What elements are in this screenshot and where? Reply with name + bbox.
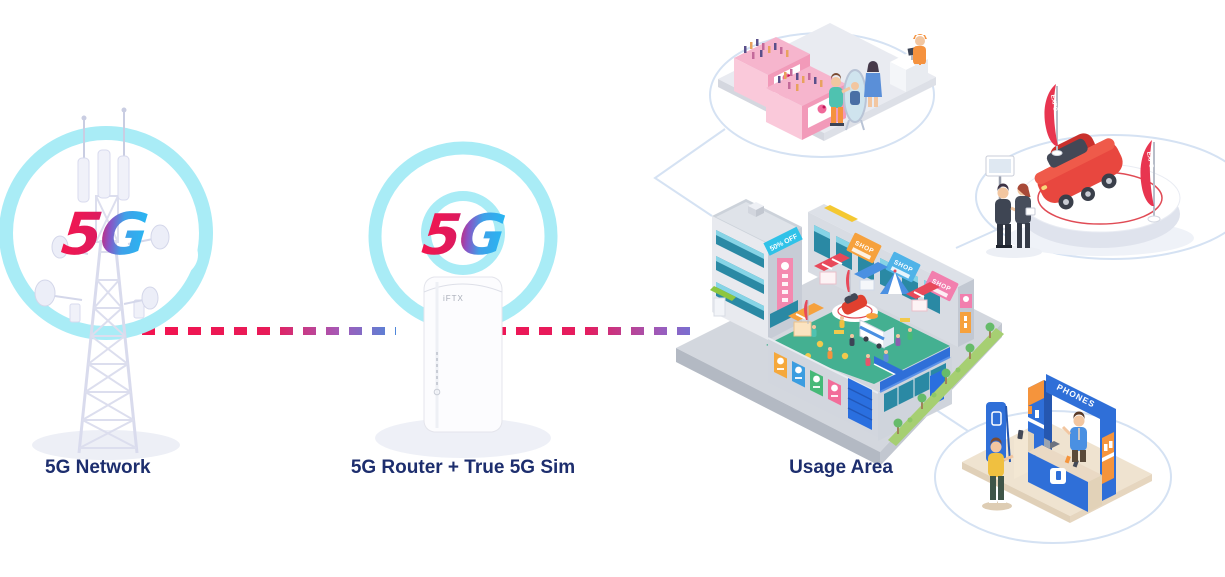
tall-building: 50% OFF (710, 199, 803, 340)
antenna-panels (69, 107, 145, 323)
plaza-contents (788, 253, 940, 390)
hall-roof (808, 204, 974, 287)
expo-visitors (995, 183, 1036, 248)
roof-skylight (824, 205, 858, 222)
plaza-flags (804, 270, 851, 324)
circus-tent (880, 269, 910, 294)
customer-woman (864, 61, 882, 107)
expo-flag-left: EXPO (1044, 84, 1063, 156)
router-side-markings (433, 352, 441, 396)
5g-logo-router: 5G (419, 203, 507, 268)
corner-sign-orange (960, 312, 971, 333)
stall-blue (854, 262, 888, 291)
connector-line-cosmetics (653, 128, 726, 217)
router-shadow (375, 418, 551, 458)
display-pedestal (1014, 429, 1034, 479)
satellite-dishes (34, 224, 170, 310)
connector-line-car-expo (955, 229, 997, 249)
front-wall-sw (767, 337, 879, 437)
hedge-and-trees (888, 322, 1004, 446)
caption-usage-area: Usage Area (789, 457, 893, 478)
cashier (913, 34, 927, 76)
tower-lattice (77, 239, 139, 454)
cosmetic-bottles-2 (778, 69, 823, 91)
wall-posters (774, 352, 841, 406)
vignette-ring-phones (934, 410, 1172, 544)
storefront-awning (880, 347, 950, 392)
shop-sign-2: SHOP (885, 251, 921, 283)
shop-sign-1: SHOP (846, 232, 882, 264)
phone-customer (982, 437, 1014, 511)
svg-text:EXPO: EXPO (1049, 94, 1058, 112)
plaza-people (811, 316, 913, 366)
entrance-awning (710, 286, 736, 301)
pillar-shelf (1022, 414, 1044, 429)
expo-flag-right: EXPO (1140, 140, 1161, 223)
signal-ring-router-inner (421, 191, 505, 275)
sales-counter (1028, 438, 1102, 512)
cell-tower-node: 5G (0, 107, 213, 460)
cosmetic-bottles (744, 39, 789, 59)
caption-5g-network: 5G Network (45, 457, 151, 478)
vignette-ring-car (975, 134, 1225, 260)
tower-shadow (32, 430, 180, 460)
entrance-door (713, 297, 726, 317)
car-expo-vignette: EXPO EXPO (975, 84, 1225, 260)
customer-at-mirror (829, 73, 851, 126)
router-device: iFTX (423, 276, 503, 433)
stall-striped-red (814, 253, 850, 285)
expo-car (1034, 133, 1123, 210)
shop-sign-3: SHOP (923, 270, 959, 302)
stall-striped-red-2 (906, 282, 940, 312)
5g-logo-tower: 5G (59, 200, 150, 268)
plaza-floor (766, 300, 950, 384)
cosmetics-shop-vignette (709, 23, 936, 158)
salesman (1061, 411, 1087, 462)
signal-ring-tower (0, 126, 213, 340)
router-node: 5G iFTX (368, 141, 558, 458)
food-truck (859, 313, 894, 349)
router-brand: iFTX (443, 294, 464, 303)
phone-shop-vignette: PHONES (934, 374, 1172, 544)
mall-illustration: SHOP SHOP SHOP (676, 199, 1004, 466)
svg-text:EXPO: EXPO (1145, 151, 1154, 169)
caption-5g-router: 5G Router + True 5G Sim (351, 457, 575, 478)
